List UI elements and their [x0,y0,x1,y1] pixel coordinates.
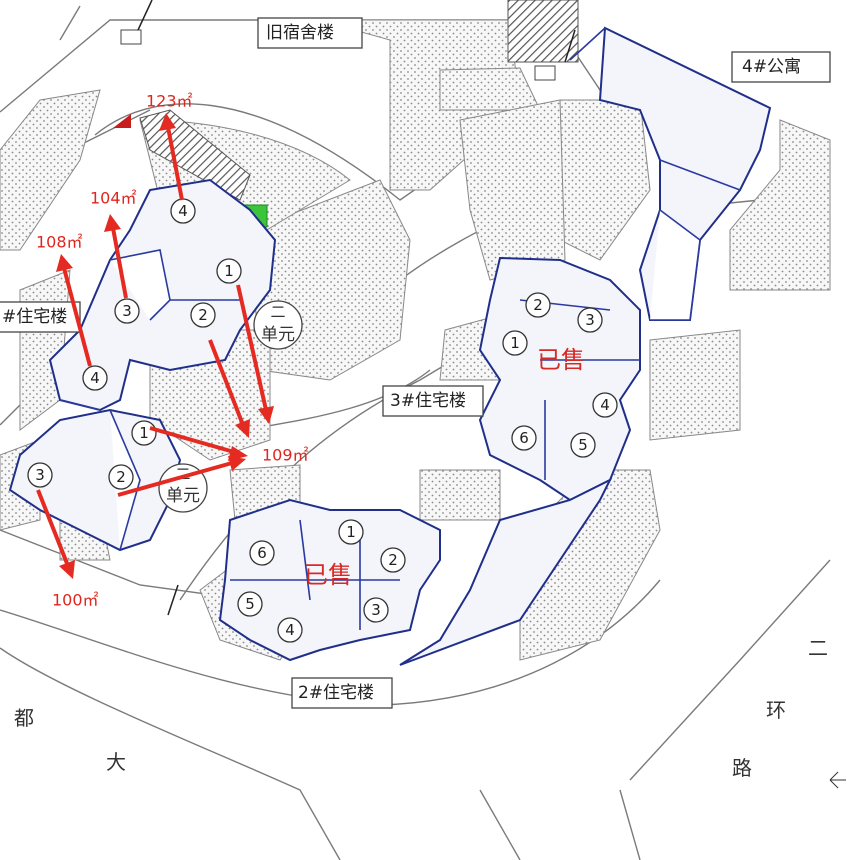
sold-label-building-3: 已售 [537,346,585,374]
arrow-109-c [149,426,235,454]
unit-prefix: 二 [270,303,285,321]
unit-number: 1 [346,523,356,541]
residential-1-building [8,178,277,552]
unit-number: 1 [139,424,149,442]
arrow-109-b [208,339,245,426]
residential-2-text: 2#住宅楼 [298,683,374,703]
unit-number: 2 [388,551,398,569]
gate-top-right [534,65,556,81]
unit-number: 3 [585,311,595,329]
unit-number: 3 [35,466,45,484]
unit-2-label-top: 二 单元 [253,300,303,350]
area-arrows [36,113,274,579]
arrow-104 [111,227,128,299]
unit-circles: 4 1 2 3 4 1 2 3 2 3 1 4 6 5 1 2 6 3 [27,198,618,643]
unit-number: 4 [90,369,100,387]
north-arrow-icon [829,771,846,789]
unit-number: 2 [116,468,126,486]
unit-2-label-bottom: 二 单元 [158,463,208,513]
entry-arrow-right [564,29,576,63]
apartment-4-building [569,26,772,321]
apartment-4-text: 4#公寓 [742,57,801,77]
unit-number: 1 [224,262,234,280]
apartment-4-label: 4#公寓 [731,51,831,83]
unit-number: 5 [245,595,255,613]
unit-number: 2 [198,306,208,324]
gate-top-left [120,29,142,45]
arrow-123 [166,126,184,201]
street-char-huan: 环 [766,698,786,722]
street-char-er: 二 [808,636,828,660]
arrow-108 [62,267,92,367]
street-char-da: 大 [106,750,126,774]
entry-arrow-top [137,0,153,31]
arrow-109-d [117,461,233,497]
residential-1-text: #住宅楼 [2,307,67,327]
old-dormitory-label: 旧宿舍楼 [257,17,363,49]
entry-arrow-bottom [167,584,179,616]
street-char-lu: 路 [732,756,752,780]
unit-number: 3 [122,302,132,320]
unit-number: 4 [285,621,295,639]
hatched-stair-top [507,0,579,63]
residential-3-label: 3#住宅楼 [382,385,484,417]
arrow-100 [36,489,70,567]
street-char-du: 都 [14,706,34,730]
area-label-109: 109㎡ [262,446,309,465]
old-dormitory-text: 旧宿舍楼 [266,23,334,43]
unit-number: 6 [257,544,267,562]
sold-label-building-2: 已售 [304,561,352,589]
unit-number: 4 [178,202,188,220]
unit-label: 单元 [166,486,200,506]
area-label-108: 108㎡ [36,233,83,252]
residential-1-label: #住宅楼 [0,301,81,333]
unit-number: 4 [600,396,610,414]
area-label-100: 100㎡ [52,591,99,610]
unit-label: 单元 [261,325,295,345]
arrow-109-a [236,284,268,411]
residential-2-label: 2#住宅楼 [291,677,393,709]
residential-2-building [218,498,441,662]
unit-number: 2 [533,296,543,314]
residential-3-text: 3#住宅楼 [390,391,466,411]
unit-number: 5 [578,436,588,454]
red-triangle-marker [113,114,131,128]
unit-number: 6 [519,429,529,447]
area-label-123: 123㎡ [146,92,193,111]
unit-number: 1 [510,334,520,352]
area-label-104: 104㎡ [90,189,137,208]
unit-number: 3 [371,601,381,619]
